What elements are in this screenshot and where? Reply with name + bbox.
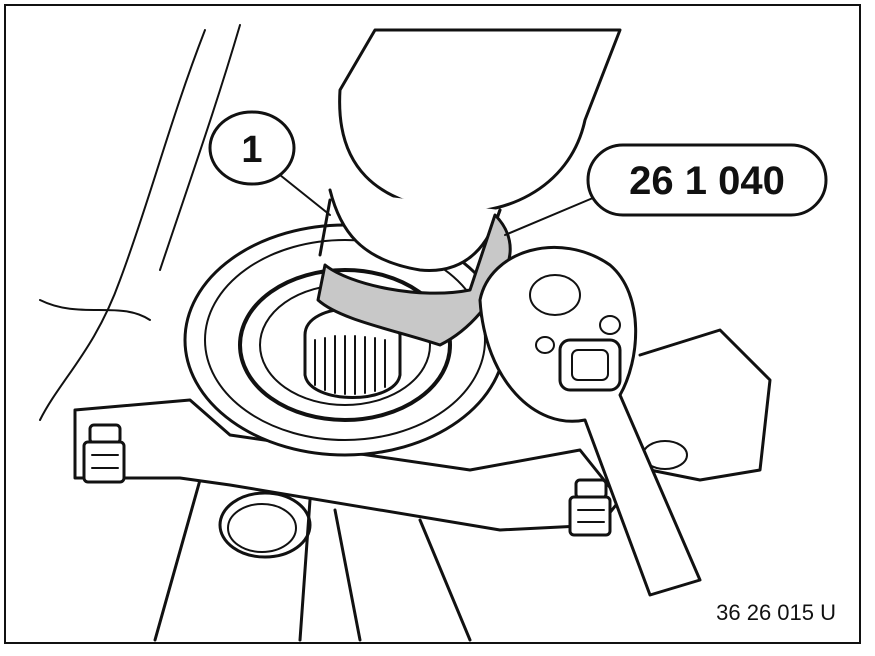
- reference-code: 36 26 015 U: [716, 600, 836, 625]
- bearing-ring-2: [204, 239, 486, 441]
- leader-line-part-1: [279, 174, 331, 216]
- ratchet-hole-1: [529, 274, 581, 316]
- callout-part-1-label: 1: [241, 129, 262, 171]
- bolt-right: [568, 478, 612, 537]
- chassis-inner-left: [39, 299, 151, 321]
- support-column: [153, 478, 472, 642]
- bearing-ring-3: [238, 268, 452, 422]
- right-housing: [638, 328, 772, 482]
- bolt-left: [82, 423, 126, 484]
- propeller-shaft: [338, 28, 622, 214]
- callout-bubble-part-1: [208, 110, 296, 186]
- spline-teeth: [314, 335, 386, 395]
- support-bore: [218, 491, 312, 559]
- leader-line-tool: [504, 194, 601, 236]
- ratchet-square-drive: [558, 338, 622, 392]
- ratchet-wrench: [478, 245, 702, 597]
- callout-tool-label: 26 1 040: [629, 159, 785, 203]
- splined-shaft: [303, 307, 402, 399]
- chassis-outline-left: [39, 29, 206, 421]
- support-bore-inner: [227, 503, 297, 553]
- ratchet-hole-3: [535, 336, 555, 354]
- ratchet-square-inner: [571, 349, 609, 381]
- chassis-outline-left-2: [159, 24, 241, 271]
- ratchet-hole-2: [599, 315, 621, 335]
- callout-bubble-tool: [586, 143, 828, 217]
